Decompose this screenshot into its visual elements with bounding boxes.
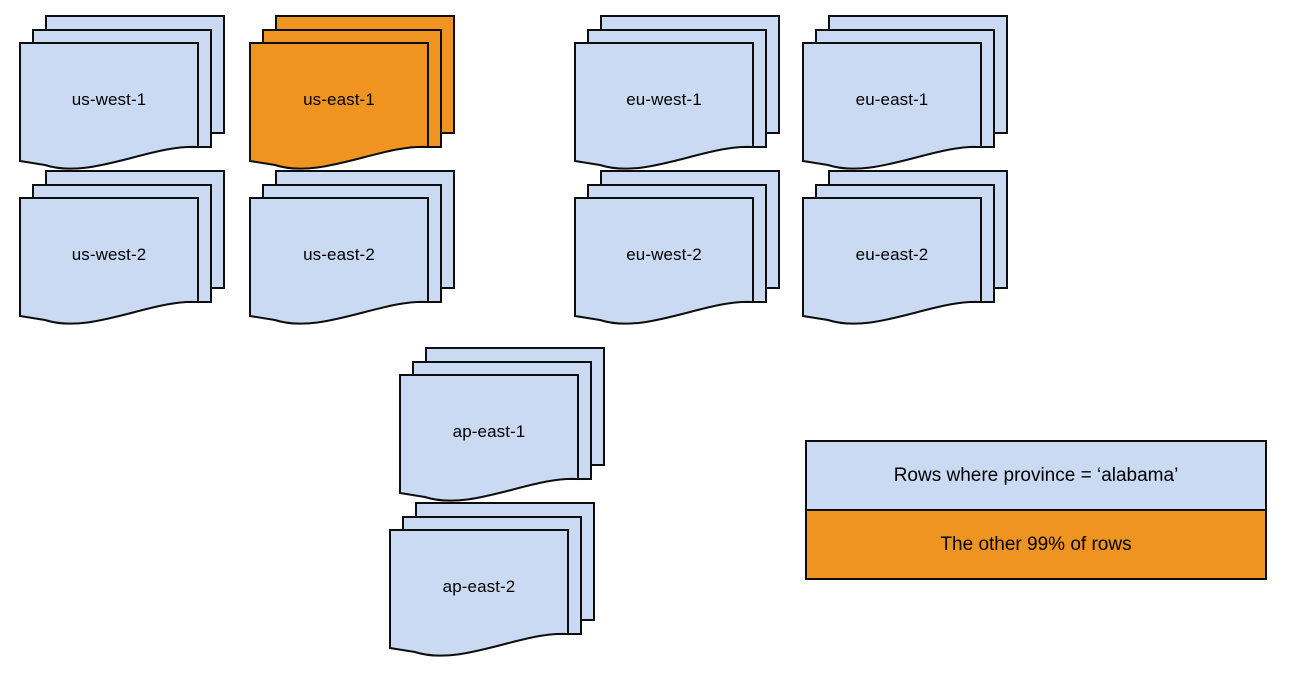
shard-stack-shape-eu-east-2	[802, 170, 1008, 325]
shard-card-3	[19, 197, 199, 325]
shard-stack-eu-east-2[interactable]: eu-east-2	[802, 170, 1008, 325]
shard-stack-ap-east-1[interactable]: ap-east-1	[399, 347, 605, 502]
shard-stack-shape-eu-west-2	[574, 170, 780, 325]
shard-stack-ap-east-2[interactable]: ap-east-2	[389, 502, 595, 657]
shard-stack-shape-eu-west-1	[574, 15, 780, 170]
shard-card-3	[574, 197, 754, 325]
legend-rows-match: Rows where province = ‘alabama’	[807, 442, 1265, 511]
shard-stack-shape-us-east-2	[249, 170, 455, 325]
shard-stack-us-east-2[interactable]: us-east-2	[249, 170, 455, 325]
legend-rows-other: The other 99% of rows	[807, 511, 1265, 578]
shard-stack-shape-ap-east-2	[389, 502, 595, 657]
shard-stack-us-west-1[interactable]: us-west-1	[19, 15, 225, 170]
shard-card-3	[249, 197, 429, 325]
legend: Rows where province = ‘alabama’ The other…	[805, 440, 1267, 580]
shard-stack-us-west-2[interactable]: us-west-2	[19, 170, 225, 325]
shard-stack-shape-eu-east-1	[802, 15, 1008, 170]
shard-stack-shape-ap-east-1	[399, 347, 605, 502]
shard-stack-us-east-1[interactable]: us-east-1	[249, 15, 455, 170]
shard-card-3	[249, 42, 429, 170]
legend-rows-match-label: Rows where province = ‘alabama’	[893, 465, 1179, 486]
shard-stack-eu-west-2[interactable]: eu-west-2	[574, 170, 780, 325]
shard-card-3	[574, 42, 754, 170]
shard-stack-shape-us-east-1	[249, 15, 455, 170]
shard-card-3	[19, 42, 199, 170]
shard-stack-eu-east-1[interactable]: eu-east-1	[802, 15, 1008, 170]
legend-rows-other-label: The other 99% of rows	[940, 534, 1132, 555]
shard-card-3	[802, 42, 982, 170]
shard-card-3	[802, 197, 982, 325]
shard-stack-shape-us-west-1	[19, 15, 225, 170]
shard-stack-eu-west-1[interactable]: eu-west-1	[574, 15, 780, 170]
shard-card-3	[389, 529, 569, 657]
shard-card-3	[399, 374, 579, 502]
shard-stack-shape-us-west-2	[19, 170, 225, 325]
